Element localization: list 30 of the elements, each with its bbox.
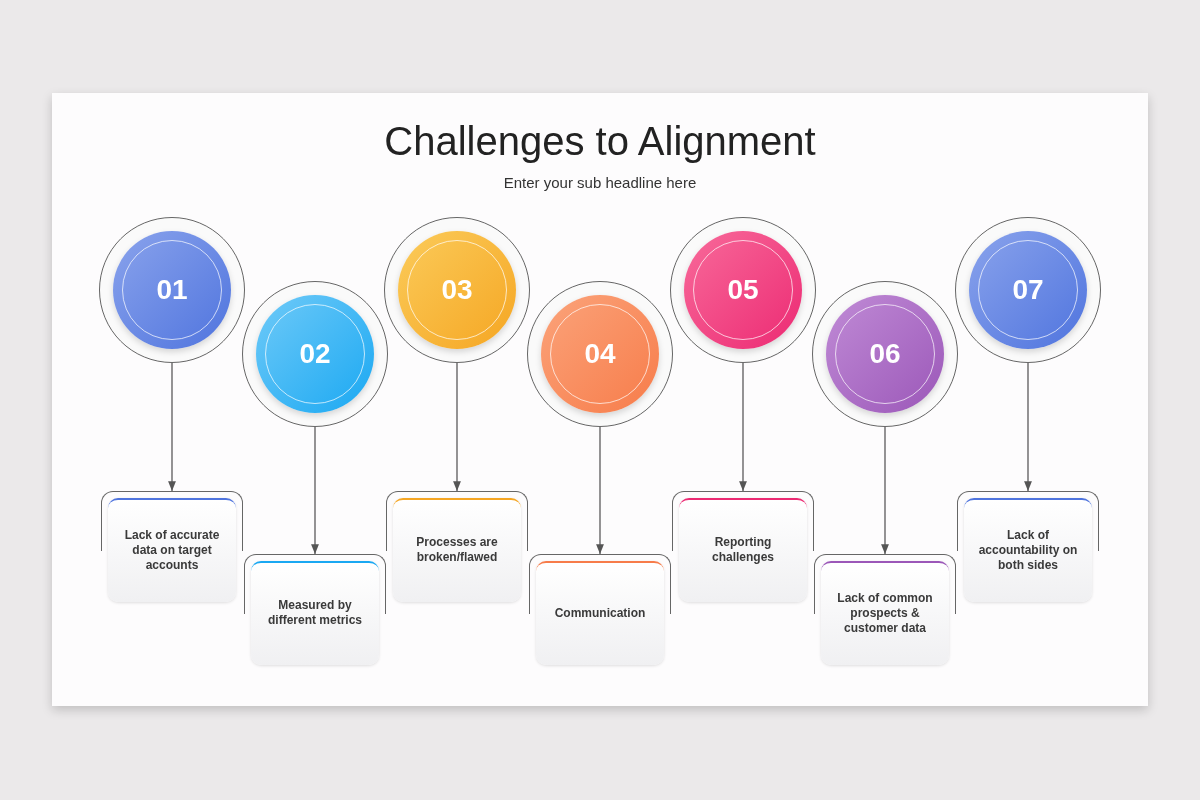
step-number: 02 xyxy=(299,337,331,371)
step-number: 05 xyxy=(727,273,759,307)
step-number: 01 xyxy=(156,273,188,307)
title: Challenges to Alignment xyxy=(383,118,817,165)
subtitle: Enter your sub headline here xyxy=(502,173,698,193)
arrow xyxy=(453,362,461,492)
card-text: Communication xyxy=(554,605,646,621)
arrow xyxy=(311,426,319,555)
text-card xyxy=(529,554,671,667)
text-card xyxy=(244,554,386,667)
text-card xyxy=(101,491,243,604)
arrow xyxy=(168,362,176,492)
card-text: Lack of common prospects & customer data xyxy=(836,590,934,636)
step-number: 04 xyxy=(584,337,616,371)
card-text: Lack of accurate data on target accounts xyxy=(123,527,221,573)
step-number: 06 xyxy=(869,337,901,371)
text-card xyxy=(672,491,814,604)
card-text: Lack of accountability on both sides xyxy=(977,527,1079,573)
text-card xyxy=(386,491,528,604)
step-number: 03 xyxy=(441,273,473,307)
card-text: Measured by different metrics xyxy=(267,598,363,628)
text-card xyxy=(814,554,956,667)
arrow xyxy=(881,426,889,555)
arrow xyxy=(1024,362,1032,492)
card-text: Reporting challenges xyxy=(711,535,775,565)
arrow xyxy=(596,426,604,555)
arrow xyxy=(739,362,747,492)
step-number: 07 xyxy=(1012,273,1044,307)
card-text: Processes are broken/flawed xyxy=(415,535,499,565)
text-card xyxy=(957,491,1099,604)
